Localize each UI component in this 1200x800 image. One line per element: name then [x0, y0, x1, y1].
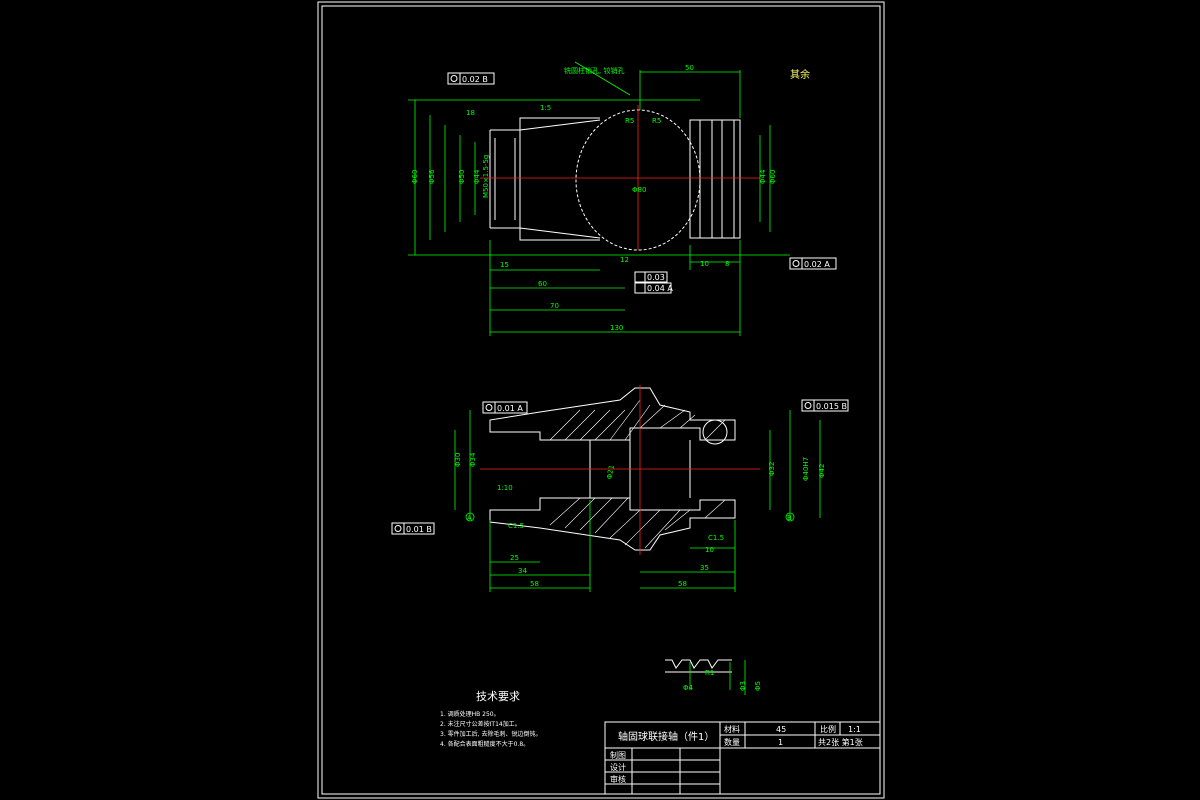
svg-text:2. 未注尺寸公差按IT14加工。: 2. 未注尺寸公差按IT14加工。	[440, 720, 521, 728]
tol-frame-sec-bottom-left: 0.01 B	[391, 522, 435, 535]
detail-view: Φ4 R1 Φ3 Φ5	[665, 659, 762, 695]
tol-frame-sec-top-left: 0.01 A	[482, 401, 528, 414]
svg-text:1: 1	[778, 738, 783, 747]
svg-text:58: 58	[530, 580, 539, 588]
svg-text:1:1: 1:1	[848, 725, 861, 734]
svg-text:0.04 A: 0.04 A	[647, 284, 673, 293]
svg-text:1. 调质处理HB 250。: 1. 调质处理HB 250。	[440, 710, 500, 718]
section-view: 0.01 A 0.015 B 0.01 B A B Φ30 Φ34 Φ21 Φ3…	[391, 385, 849, 592]
svg-text:M50×1.5-5g: M50×1.5-5g	[482, 155, 490, 198]
svg-text:1:10: 1:10	[497, 484, 513, 492]
svg-text:制图: 制图	[610, 750, 626, 760]
svg-text:35: 35	[700, 564, 709, 572]
svg-text:3. 零件加工后, 去除毛刺、锐边倒钝。: 3. 零件加工后, 去除毛刺、锐边倒钝。	[440, 730, 541, 738]
svg-text:58: 58	[678, 580, 687, 588]
svg-text:0.01 B: 0.01 B	[406, 525, 432, 534]
svg-text:45: 45	[776, 725, 786, 734]
svg-text:0.02 A: 0.02 A	[804, 260, 830, 269]
datum-a: A	[467, 514, 472, 522]
svg-text:设计: 设计	[610, 762, 626, 772]
svg-text:比例: 比例	[820, 724, 836, 734]
svg-text:Φ21: Φ21	[606, 464, 616, 480]
svg-text:0.01 A: 0.01 A	[497, 404, 523, 413]
dim-sphere: Φ80	[632, 186, 646, 194]
svg-text:70: 70	[550, 302, 559, 310]
svg-text:审核: 审核	[610, 774, 626, 784]
svg-text:18: 18	[466, 109, 475, 117]
svg-text:R5: R5	[652, 117, 661, 125]
svg-text:15: 15	[500, 261, 509, 269]
svg-text:Φ60: Φ60	[769, 170, 777, 184]
svg-text:C1.5: C1.5	[508, 522, 524, 530]
svg-text:12: 12	[620, 256, 629, 264]
tol-frame-top-right: 0.02 A	[789, 257, 837, 270]
tol-frame-top-left: 0.02 B	[447, 72, 495, 85]
svg-text:0.02 B: 0.02 B	[462, 75, 488, 84]
svg-text:R5: R5	[625, 117, 634, 125]
section-lower	[489, 497, 736, 551]
svg-text:34: 34	[518, 567, 527, 575]
title-block: 轴固球联接轴（件1） 材料 45 比例 1:1 数量 1 共2张 第1张 制图 …	[604, 721, 881, 795]
svg-text:材料: 材料	[724, 724, 740, 734]
svg-text:Φ44: Φ44	[759, 169, 767, 184]
svg-text:Φ30: Φ30	[454, 453, 462, 467]
svg-text:Φ3: Φ3	[739, 681, 747, 691]
svg-text:Φ5: Φ5	[754, 681, 762, 691]
svg-text:0.03: 0.03	[647, 273, 665, 282]
svg-text:10: 10	[705, 546, 714, 554]
svg-text:8: 8	[725, 260, 729, 268]
svg-text:Φ4: Φ4	[683, 684, 694, 692]
roughness-note: 其余	[790, 68, 810, 81]
top-view: 0.02 B 0.02 A 0.03 0.04 A 铣圆柱销孔, 铰销孔 50 …	[408, 61, 837, 336]
sheet-outer-border	[317, 1, 885, 799]
tol-frame-sec-top-right: 0.015 B	[801, 399, 849, 412]
dim-50: 50	[685, 64, 694, 72]
svg-text:数量: 数量	[724, 737, 740, 747]
svg-text:Φ60: Φ60	[411, 170, 419, 184]
tech-requirements: 技术要求 1. 调质处理HB 250。 2. 未注尺寸公差按IT14加工。 3.…	[440, 690, 541, 748]
svg-text:130: 130	[610, 324, 623, 332]
svg-text:R1: R1	[705, 669, 714, 677]
svg-text:Φ40H7: Φ40H7	[802, 457, 810, 481]
section-upper	[489, 387, 736, 441]
svg-text:Φ34: Φ34	[469, 452, 477, 467]
part-name: 轴固球联接轴（件1）	[618, 730, 714, 743]
svg-text:10: 10	[700, 260, 709, 268]
note-top: 铣圆柱销孔, 铰销孔	[564, 66, 624, 75]
tech-req-title: 技术要求	[476, 690, 520, 703]
svg-text:共2张 第1张: 共2张 第1张	[818, 737, 863, 747]
tol-frame-flatness: 0.03 0.04 A	[634, 271, 673, 294]
sheet-inner-border	[321, 5, 881, 795]
svg-text:Φ42: Φ42	[818, 464, 826, 478]
svg-text:Φ32: Φ32	[768, 462, 776, 476]
svg-text:Φ56: Φ56	[428, 169, 436, 184]
svg-text:C1.5: C1.5	[708, 534, 724, 542]
svg-text:0.015 B: 0.015 B	[816, 402, 847, 411]
svg-text:60: 60	[538, 280, 547, 288]
svg-text:Φ50: Φ50	[458, 170, 466, 184]
svg-text:4. 各配合表面粗糙度不大于0.8。: 4. 各配合表面粗糙度不大于0.8。	[440, 740, 529, 748]
pin-hole	[702, 419, 728, 445]
datum-b: B	[787, 514, 792, 522]
svg-text:25: 25	[510, 554, 519, 562]
svg-text:Φ44: Φ44	[473, 169, 481, 184]
svg-text:1:5: 1:5	[540, 104, 551, 112]
